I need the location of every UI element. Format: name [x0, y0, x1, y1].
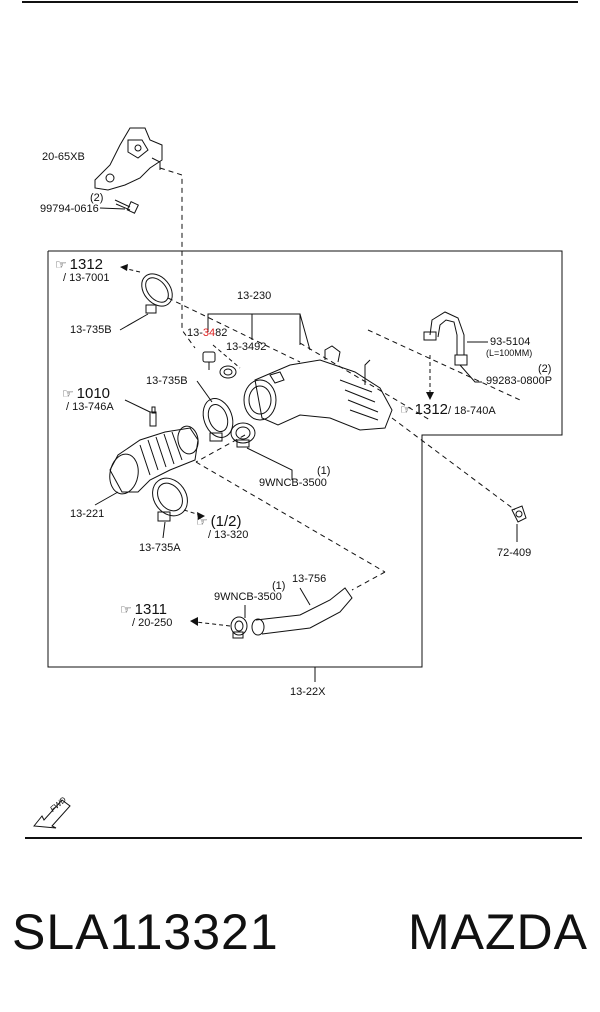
pointing-hand-icon: ☞	[196, 514, 208, 529]
label-clip: 99283-0800P	[486, 375, 553, 387]
label-clip-qty: (2)	[538, 363, 552, 375]
brand-name: MAZDA	[408, 904, 588, 960]
air-hose-drawing	[109, 406, 199, 495]
label-clamp-mid: 13-735B	[146, 375, 188, 387]
label-9wncb-a: 9WNCB-3500	[259, 477, 327, 489]
fwd-arrow-icon	[33, 799, 71, 829]
ref-1311[interactable]: ☞1311 / 20-250	[120, 601, 173, 629]
label-13-3482-highlight: 34	[202, 327, 216, 339]
label-bracket: 20-65XB	[42, 151, 85, 163]
label-clamp-top: 13-735B	[70, 324, 112, 336]
label-13-756: 13-756	[292, 573, 327, 585]
label-72-409: 72-409	[497, 547, 532, 559]
pointing-hand-icon: ☞	[120, 602, 132, 617]
intake-duct-drawing	[243, 345, 393, 431]
ref-1-2[interactable]: ☞(1/2) / 13-320	[196, 513, 249, 541]
label-9wncb-b: 9WNCB-3500	[214, 591, 282, 603]
label-clamp-bottom: 13-735A	[139, 542, 181, 554]
label-assembly: 13-22X	[290, 686, 326, 698]
label-hose-length: (L=100MM)	[486, 348, 533, 358]
label-13-3492: 13-3492	[226, 341, 267, 353]
pointing-hand-icon: ☞	[400, 402, 412, 417]
label-9wncb-qty-b: (1)	[272, 580, 286, 592]
ref-1312-right[interactable]: ☞1312/ 18-740A	[400, 401, 496, 418]
label-13-221: 13-221	[70, 508, 105, 520]
label-9wncb-qty-a: (1)	[317, 465, 331, 477]
label-93-5104: 93-5104	[490, 336, 531, 348]
bolt-drawing	[99, 199, 139, 214]
pointing-hand-icon: ☞	[55, 257, 67, 272]
part-number: SLA113321	[12, 904, 279, 960]
label-bolt: 99794-0616	[40, 203, 99, 215]
bracket-drawing	[94, 127, 163, 191]
ref-1010[interactable]: ☞1010 / 13-746A	[62, 385, 114, 413]
clamp-top-drawing	[141, 273, 173, 314]
label-13-3482: 13-3482	[187, 327, 228, 339]
label-13-230: 13-230	[237, 290, 272, 302]
ref-1312-top[interactable]: ☞1312 / 13-7001	[55, 256, 110, 284]
pointing-hand-icon: ☞	[62, 386, 74, 401]
assembly-frame	[47, 250, 563, 668]
label-bolt-qty: (2)	[90, 192, 104, 204]
